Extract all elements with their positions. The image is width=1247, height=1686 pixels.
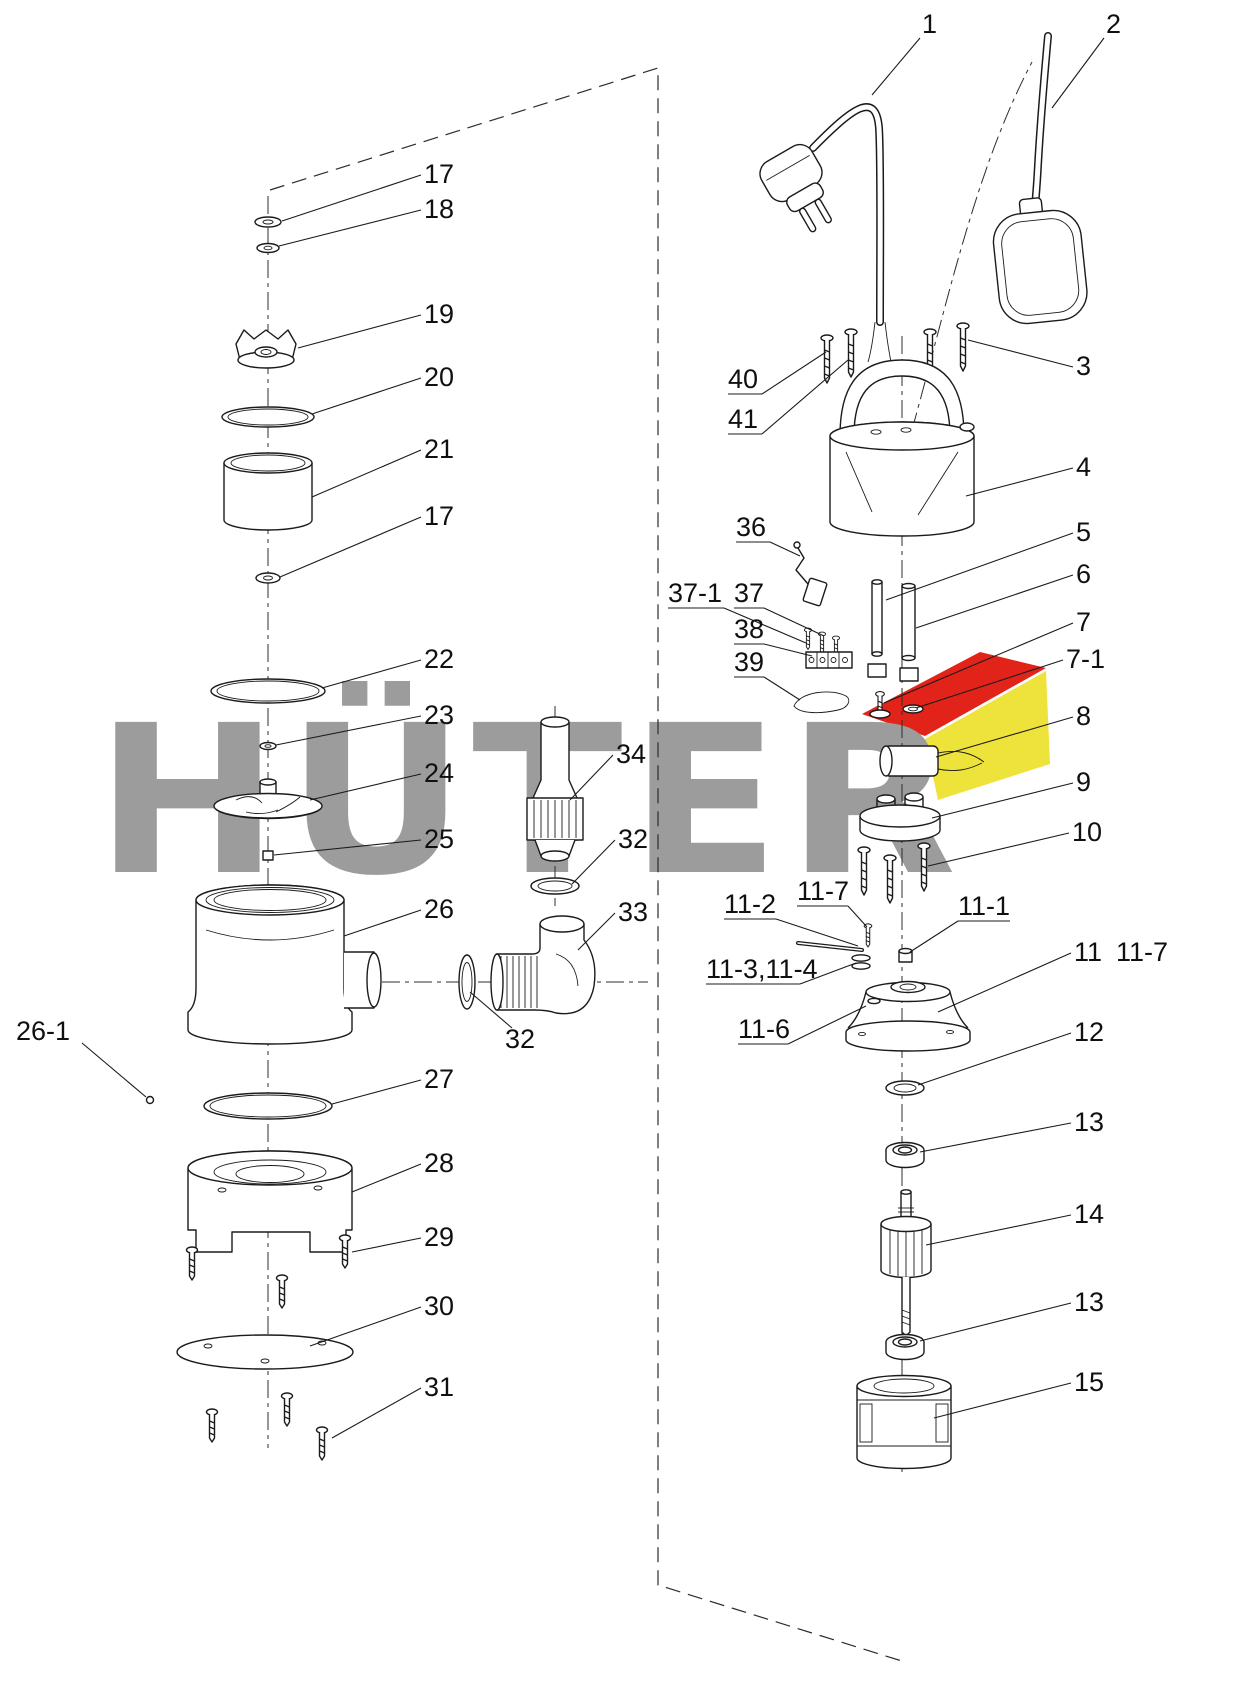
label-7-1: 7-1	[1066, 644, 1105, 674]
label-26-1: 26-1	[16, 1016, 70, 1046]
label-11-7-b: 11-7	[1116, 937, 1168, 967]
label-29: 29	[424, 1222, 454, 1252]
part-15-stator	[856, 1374, 952, 1470]
left-exploded-stack	[145, 216, 382, 1461]
label-6: 6	[1076, 559, 1091, 589]
label-12: 12	[1074, 1017, 1104, 1047]
part-26-1-pin	[145, 1095, 155, 1105]
part-18-washer	[256, 242, 280, 254]
label-19: 19	[424, 299, 454, 329]
brand-watermark: HÜTER	[95, 652, 1050, 921]
part-23-small-washer	[259, 741, 277, 751]
label-11: 11	[1074, 937, 1102, 967]
part-32-washer-a	[530, 877, 580, 895]
label-11-3-11-4: 11-3,11-4	[706, 954, 818, 984]
part-17-washer-lower	[255, 572, 281, 584]
label-41: 41	[728, 404, 758, 434]
callout-labels: 17 18 19 20 21 17 22 23 24 25 26 26-1 27…	[16, 9, 1168, 1402]
label-17-a: 17	[424, 159, 454, 189]
label-7: 7	[1076, 607, 1091, 637]
label-9: 9	[1076, 767, 1091, 797]
part-30-base-plate	[176, 1334, 354, 1370]
label-11-6: 11-6	[738, 1014, 790, 1044]
label-38: 38	[734, 614, 764, 644]
label-22: 22	[424, 644, 454, 674]
part-14-rotor	[880, 1189, 932, 1337]
label-32-b: 32	[505, 1024, 535, 1054]
label-34: 34	[616, 739, 646, 769]
label-21: 21	[424, 434, 454, 464]
part-1-power-cord	[759, 103, 892, 363]
part-6-sleeve	[899, 582, 919, 682]
part-21-filter-cup	[223, 452, 313, 531]
label-17-b: 17	[424, 501, 454, 531]
label-18: 18	[424, 194, 454, 224]
part-2-float-switch	[992, 32, 1088, 325]
part-11-seal-housing-group	[796, 923, 971, 1052]
label-15: 15	[1074, 1367, 1104, 1397]
label-28: 28	[424, 1148, 454, 1178]
label-4: 4	[1076, 452, 1091, 482]
part-40-screw	[820, 334, 834, 384]
label-8: 8	[1076, 701, 1091, 731]
flag-red-shape	[862, 652, 1046, 736]
flag-yellow-shape	[925, 671, 1050, 800]
part-17-washer-top	[254, 216, 282, 228]
label-2: 2	[1106, 9, 1121, 39]
part-33-elbow	[490, 915, 596, 1015]
label-24: 24	[424, 758, 454, 788]
label-40: 40	[728, 364, 758, 394]
right-exploded-stack	[759, 32, 1088, 1470]
part-12-washer	[885, 1080, 925, 1096]
label-1: 1	[922, 9, 937, 39]
label-27: 27	[424, 1064, 454, 1094]
label-11-1: 11-1	[958, 891, 1010, 921]
part-5-stud	[867, 579, 887, 678]
part-32-washer-b	[458, 954, 476, 1010]
part-36-lever	[793, 541, 828, 607]
label-36: 36	[736, 512, 766, 542]
part-9-seal-plate	[859, 792, 941, 842]
leader-lines	[81, 37, 1105, 1439]
boundary-dashed-line	[269, 67, 906, 1663]
part-39-wire-loop	[793, 691, 850, 714]
part-4-motor-housing	[829, 359, 975, 537]
part-26-pump-housing	[187, 884, 382, 1045]
label-3: 3	[1076, 351, 1091, 381]
part-7-screw	[869, 691, 891, 719]
part-31-screws	[205, 1392, 329, 1461]
part-28-suction-cover	[187, 1150, 353, 1253]
part-24-impeller	[213, 778, 323, 820]
part-34-hose-connector	[526, 716, 584, 862]
label-5: 5	[1076, 517, 1091, 547]
label-11-7-a: 11-7	[797, 876, 849, 906]
label-30: 30	[424, 1291, 454, 1321]
label-10: 10	[1072, 817, 1102, 847]
part-22-large-ring	[210, 678, 326, 704]
part-8-capacitor	[879, 745, 985, 777]
label-23: 23	[424, 700, 454, 730]
label-31: 31	[424, 1372, 454, 1402]
label-26: 26	[424, 894, 454, 924]
label-32-a: 32	[618, 824, 648, 854]
label-37-1: 37-1	[668, 578, 722, 608]
label-37: 37	[734, 578, 764, 608]
label-14: 14	[1074, 1199, 1104, 1229]
part-38-terminal-block	[805, 651, 853, 669]
part-25-key	[262, 850, 274, 861]
label-13-a: 13	[1074, 1107, 1104, 1137]
label-20: 20	[424, 362, 454, 392]
part-19-impeller-nut	[235, 329, 297, 369]
label-13-b: 13	[1074, 1287, 1104, 1317]
label-11-2: 11-2	[724, 889, 776, 919]
label-25: 25	[424, 824, 454, 854]
outlet-assembly	[458, 716, 596, 1015]
part-13-bearing-upper	[885, 1141, 925, 1169]
part-13-bearing-lower	[885, 1333, 925, 1361]
part-3-screw	[956, 322, 970, 372]
label-33: 33	[618, 897, 648, 927]
part-27-o-ring	[203, 1092, 333, 1120]
label-39: 39	[734, 647, 764, 677]
part-20-ring	[221, 406, 315, 428]
